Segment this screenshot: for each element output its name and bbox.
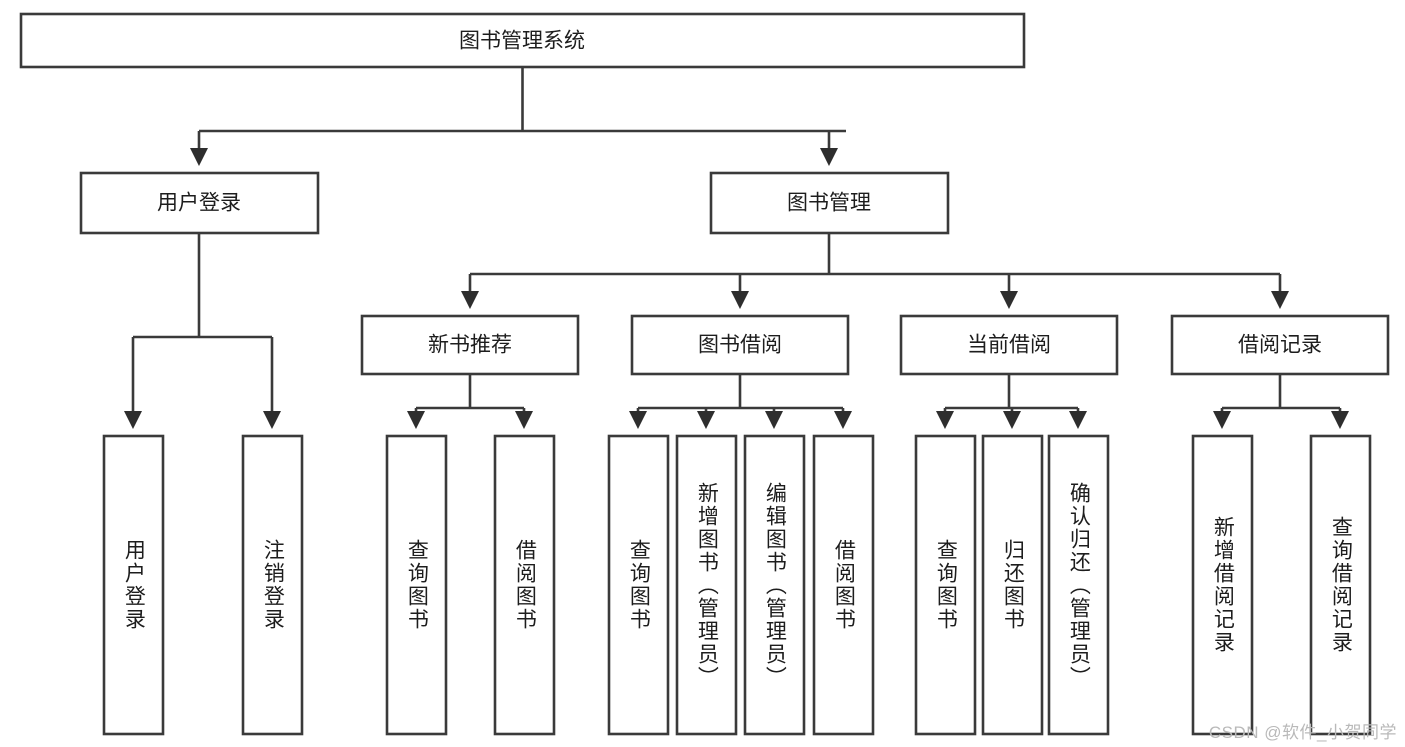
node-new-book-recommend[interactable]: 新书推荐	[360, 314, 580, 376]
node-root-label: 图书管理系统	[459, 30, 585, 53]
node-book-manage-label: 图书管理	[787, 192, 871, 215]
leaf-add-record-box[interactable]	[1191, 434, 1254, 736]
node-book-manage-box[interactable]	[709, 171, 950, 235]
node-borrow-record[interactable]: 借阅记录	[1170, 314, 1390, 376]
leaf-edit-book-box[interactable]	[743, 434, 806, 736]
node-current-borrow[interactable]: 当前借阅	[899, 314, 1119, 376]
leaf-confirm-return-box[interactable]	[1047, 434, 1110, 736]
leaf-query-book-1-box[interactable]	[385, 434, 448, 736]
leaf-user-login-box[interactable]	[102, 434, 165, 736]
node-borrow-record-label: 借阅记录	[1238, 334, 1322, 357]
node-current-borrow-label: 当前借阅	[967, 334, 1051, 357]
connectors	[123, 67, 1350, 430]
leaf-borrow-book-1-box[interactable]	[493, 434, 556, 736]
leaf-return-book-box[interactable]	[981, 434, 1044, 736]
leaf-query-book-3-box[interactable]	[914, 434, 977, 736]
node-book-borrow-box[interactable]	[630, 314, 850, 376]
node-book-borrow-label: 图书借阅	[698, 334, 782, 357]
node-new-book-recommend-label: 新书推荐	[428, 334, 512, 357]
leaf-query-record-box[interactable]	[1309, 434, 1372, 736]
node-new-book-recommend-box[interactable]	[360, 314, 580, 376]
node-user-login[interactable]: 用户登录	[79, 171, 320, 235]
leaf-user-logout-box[interactable]	[241, 434, 304, 736]
node-user-login-box[interactable]	[79, 171, 320, 235]
watermark: CSDN @软件_小贺同学	[1208, 723, 1397, 742]
node-current-borrow-box[interactable]	[899, 314, 1119, 376]
node-root[interactable]: 图书管理系统	[19, 12, 1026, 69]
leaf-boxes	[102, 434, 1372, 736]
node-user-login-label: 用户登录	[157, 192, 241, 215]
node-book-manage[interactable]: 图书管理	[709, 171, 950, 235]
node-borrow-record-box[interactable]	[1170, 314, 1390, 376]
leaf-query-book-2-box[interactable]	[607, 434, 670, 736]
node-root-box[interactable]	[19, 12, 1026, 69]
leaf-borrow-book-2-box[interactable]	[812, 434, 875, 736]
node-book-borrow[interactable]: 图书借阅	[630, 314, 850, 376]
leaf-add-book-box[interactable]	[675, 434, 738, 736]
